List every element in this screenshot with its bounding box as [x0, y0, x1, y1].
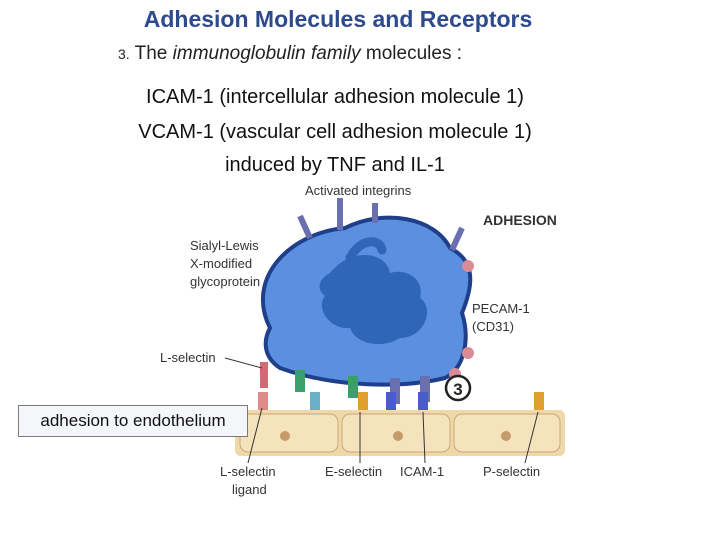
- step-number: 3: [453, 380, 462, 399]
- caption-box: adhesion to endothelium: [18, 405, 248, 437]
- integrin: [297, 214, 313, 240]
- adhesion-diagram: 3 Activated integrins ADHESION Sialyl-Le…: [160, 183, 565, 497]
- line-vcam1: VCAM-1 (vascular cell adhesion molecule …: [138, 121, 532, 143]
- label-l-selectin-ligand-1: L-selectin: [220, 464, 276, 479]
- ligand: [358, 392, 368, 410]
- ligand: [258, 392, 268, 410]
- pointer-line: [422, 411, 426, 464]
- receptor-purple: [390, 378, 400, 404]
- endothelial-nucleus: [501, 431, 511, 441]
- line-induced: induced by TNF and IL-1: [225, 154, 445, 176]
- slide-subtitle: 3. The immunoglobulin family molecules :: [118, 43, 462, 65]
- label-icam-1: ICAM-1: [400, 464, 444, 479]
- nucleus: [319, 254, 428, 345]
- label-glycoprotein: glycoprotein: [190, 274, 260, 289]
- label-activated-integrins: Activated integrins: [305, 183, 412, 198]
- pecam-receptor: [462, 347, 474, 359]
- pecam-receptor: [462, 260, 474, 272]
- label-pecam-1: PECAM-1: [472, 301, 530, 316]
- ligand: [310, 392, 320, 410]
- label-x-modified: X-modified: [190, 256, 252, 271]
- pointer-line: [224, 357, 263, 369]
- endothelial-nucleus: [280, 431, 290, 441]
- receptor-green: [295, 370, 305, 392]
- label-sialyl-lewis: Sialyl-Lewis: [190, 238, 259, 253]
- label-p-selectin: P-selectin: [483, 464, 540, 479]
- receptor-green: [348, 376, 358, 398]
- line-icam1: ICAM-1 (intercellular adhesion molecule …: [146, 86, 524, 108]
- label-l-selectin-ligand-2: ligand: [232, 482, 267, 497]
- subtitle-number: 3.: [118, 46, 130, 62]
- label-adhesion: ADHESION: [483, 212, 557, 228]
- pointer-line: [247, 407, 263, 464]
- label-e-selectin: E-selectin: [325, 464, 382, 479]
- integrin: [449, 226, 465, 252]
- step-number-circle: [444, 374, 472, 402]
- label-l-selectin: L-selectin: [160, 350, 216, 365]
- slide-title: Adhesion Molecules and Receptors: [143, 6, 533, 32]
- pointer-line: [524, 411, 539, 464]
- nucleus-lobe: [345, 237, 387, 263]
- p-selectin-receptor: [534, 392, 544, 410]
- endothelial-nucleus: [393, 431, 403, 441]
- receptor-purple: [420, 376, 430, 402]
- ligand: [418, 392, 428, 410]
- subtitle-italic: immunoglobulin family: [172, 43, 361, 64]
- ligand: [386, 392, 396, 410]
- subtitle-post: molecules :: [360, 43, 462, 64]
- subtitle-pre: The: [134, 43, 173, 64]
- label-cd31: (CD31): [472, 319, 514, 334]
- l-selectin-receptor: [260, 362, 268, 388]
